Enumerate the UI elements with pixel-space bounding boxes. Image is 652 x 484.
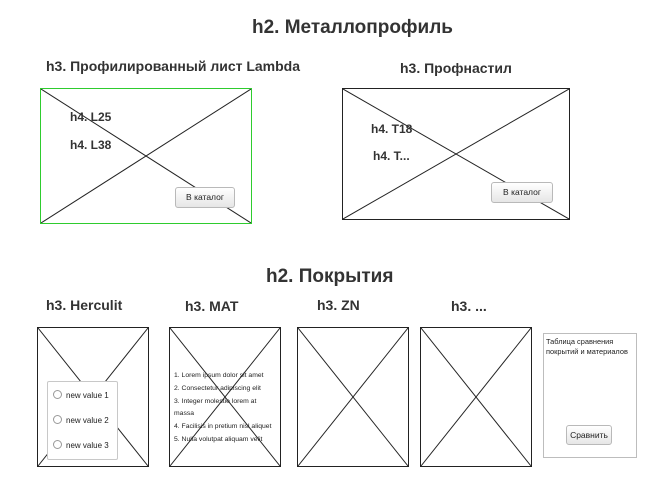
radio-button-icon[interactable] <box>53 415 62 424</box>
herculit-title: h3. Herculit <box>46 297 123 313</box>
metal-section-title: h2. Металлопрофиль <box>252 17 453 38</box>
compare-panel: Таблица сравнения покрытий и материалов … <box>543 333 637 458</box>
list-item: 2. Consectetur adipiscing elit <box>174 384 261 392</box>
herculit-image-placeholder: new value 1 new value 2 new value 3 <box>37 327 149 467</box>
coatings-section-title: h2. Покрытия <box>266 266 394 287</box>
zn-title: h3. ZN <box>317 297 360 313</box>
herculit-radio-group: new value 1 new value 2 new value 3 <box>47 381 118 460</box>
list-item: 5. Nulla volutpat aliquam velit <box>174 435 263 443</box>
lambda-catalog-button[interactable]: В каталог <box>175 187 235 208</box>
lambda-title: h3. Профилированный лист Lambda <box>46 58 301 74</box>
herculit-option-3[interactable]: new value 3 <box>53 440 109 450</box>
placeholder-cross-icon <box>421 328 531 466</box>
placeholder-cross-icon <box>298 328 408 466</box>
more-coatings-image-placeholder <box>420 327 532 467</box>
list-item: 3. Integer molestie lorem at massa <box>174 397 257 418</box>
mat-image-placeholder: 1. Lorem ipsum dolor sit amet 2. Consect… <box>169 327 281 467</box>
compare-description: Таблица сравнения покрытий и материалов <box>546 337 628 356</box>
radio-button-icon[interactable] <box>53 390 62 399</box>
herculit-option-1[interactable]: new value 1 <box>53 390 109 400</box>
profnastil-item-t18[interactable]: h4. T18 <box>371 122 413 136</box>
herculit-option-2[interactable]: new value 2 <box>53 415 109 425</box>
lambda-image-placeholder: h4. L25 h4. L38 В каталог <box>40 88 252 224</box>
profnastil-item-t-more[interactable]: h4. T... <box>373 149 410 163</box>
profnastil-catalog-button[interactable]: В каталог <box>491 182 553 203</box>
lambda-item-l25[interactable]: h4. L25 <box>70 110 112 124</box>
list-item: 1. Lorem ipsum dolor sit amet <box>174 372 264 379</box>
more-coatings-title: h3. ... <box>451 298 487 314</box>
radio-button-icon[interactable] <box>53 440 62 449</box>
mat-title: h3. MAT <box>185 298 239 314</box>
profnastil-title: h3. Профнастил <box>400 60 512 76</box>
lambda-item-l38[interactable]: h4. L38 <box>70 138 112 152</box>
compare-button[interactable]: Сравнить <box>566 425 612 445</box>
list-item: 4. Facilisis in pretium nisl aliquet <box>174 423 272 431</box>
profnastil-image-placeholder: h4. T18 h4. T... В каталог <box>342 88 570 220</box>
zn-image-placeholder <box>297 327 409 467</box>
mat-feature-list: 1. Lorem ipsum dolor sit amet 2. Consect… <box>174 370 278 447</box>
placeholder-cross-icon <box>170 328 280 466</box>
